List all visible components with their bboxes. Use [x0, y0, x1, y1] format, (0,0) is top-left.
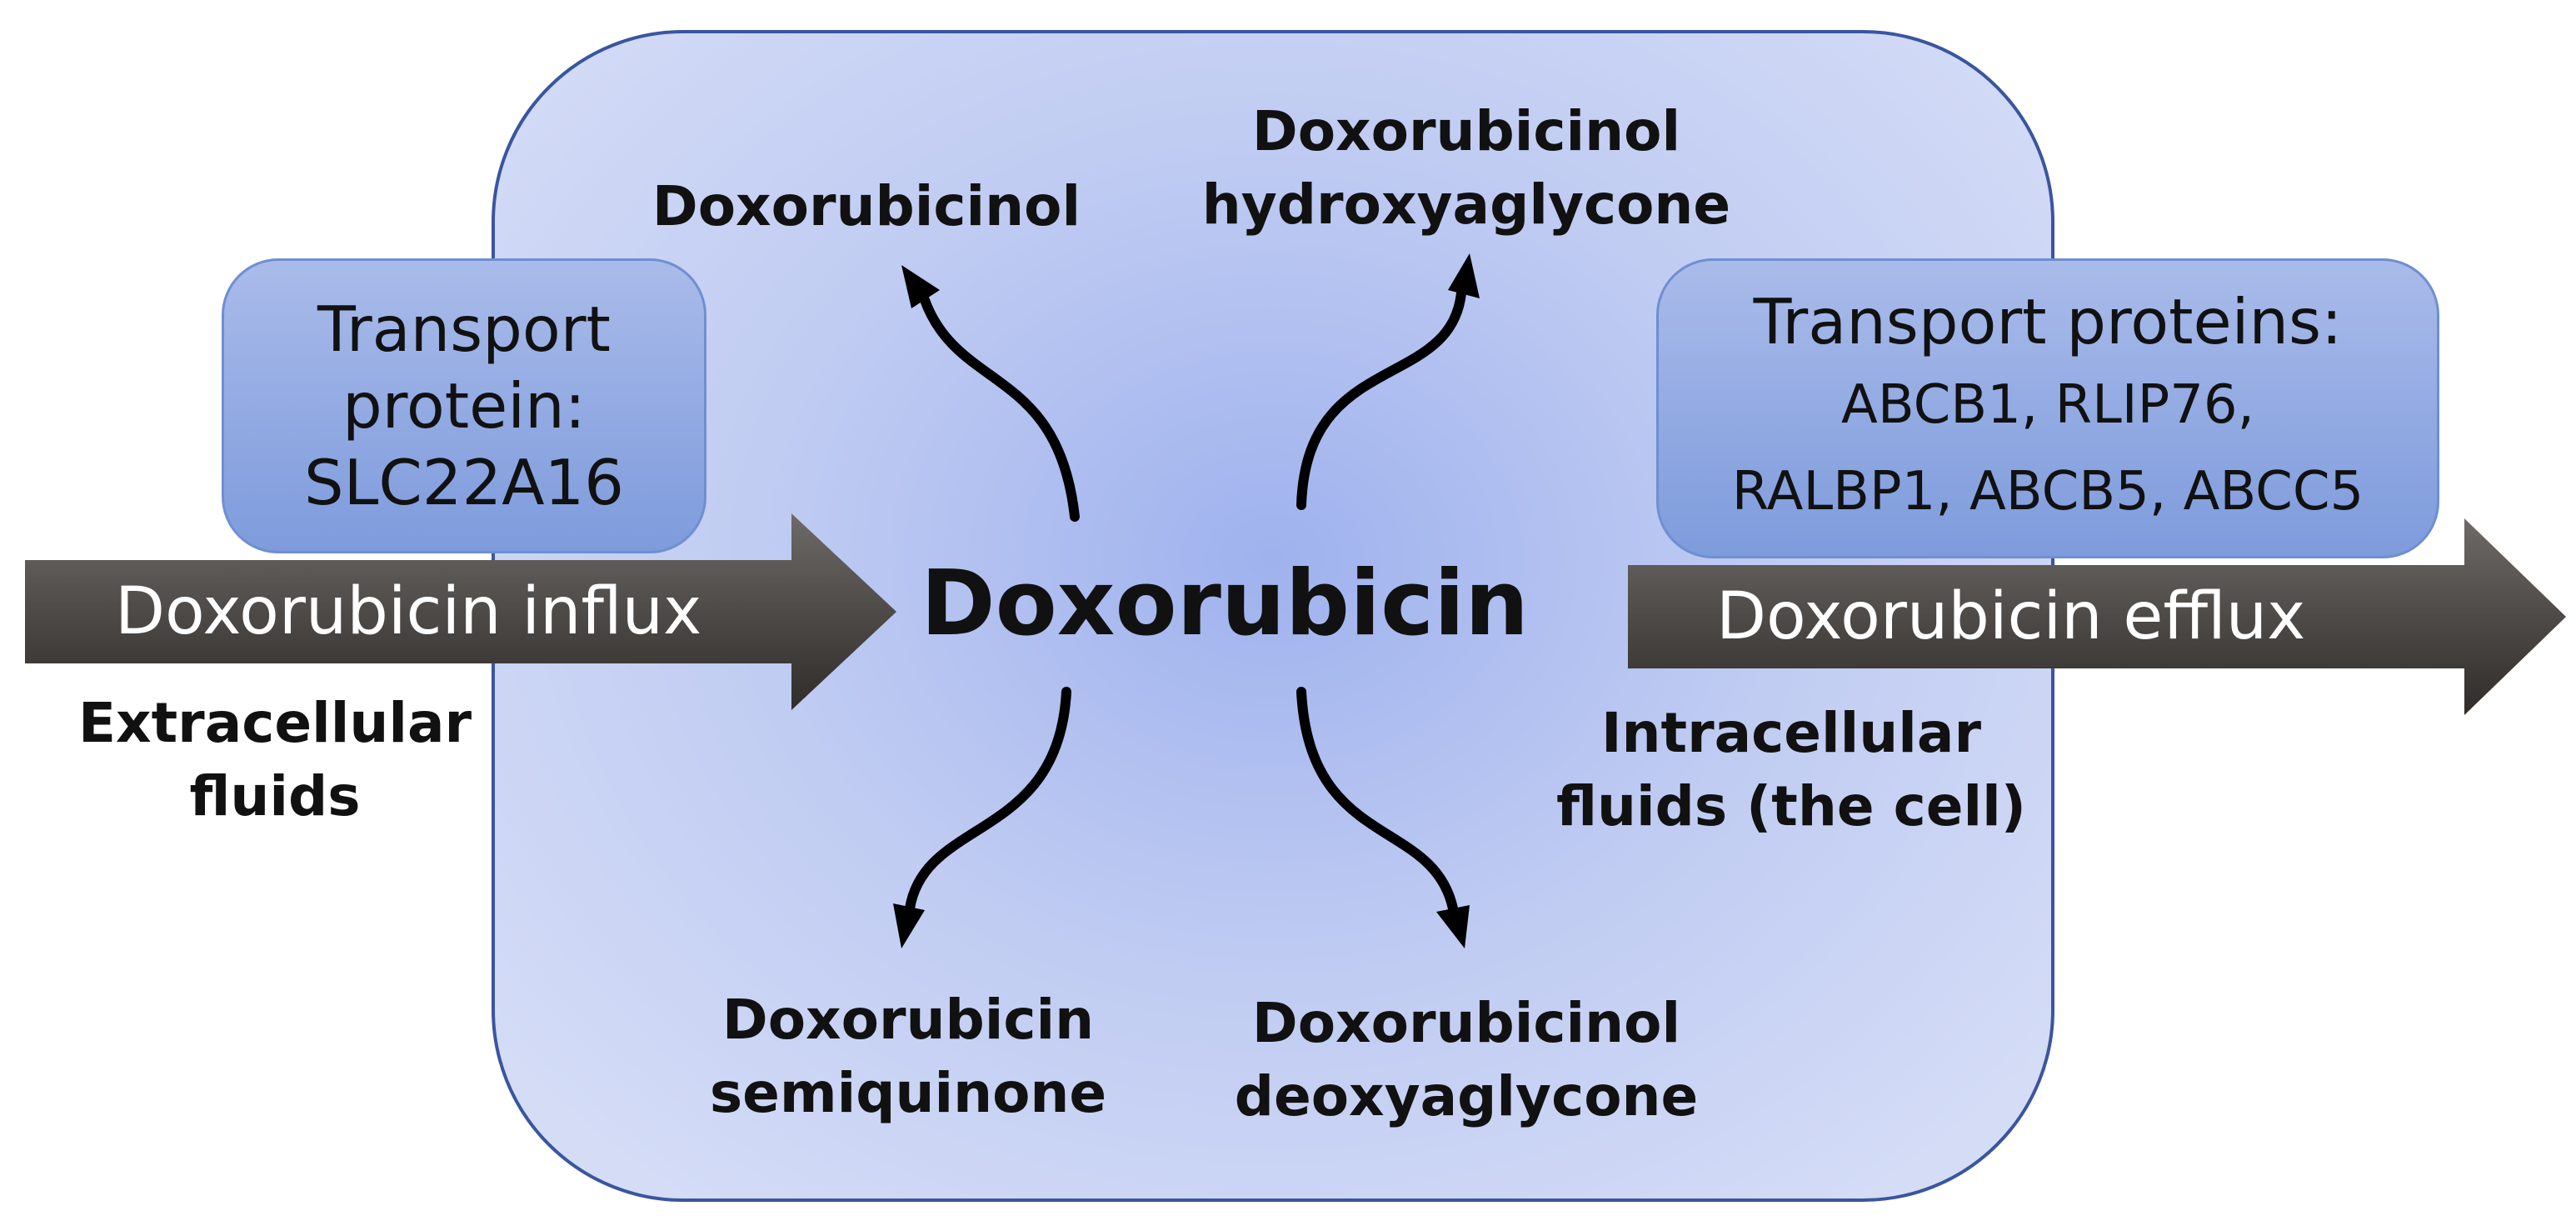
- arrow-to-hydroxyaglycone: [1296, 288, 1466, 510]
- metabolite-top-right-line-1: Doxorubicinol: [1251, 99, 1681, 163]
- metabolite-top-right-line-2: hydroxyaglycone: [1201, 173, 1731, 237]
- metabolite-bottom-right: Doxorubicinol deoxyaglycone: [1191, 987, 1741, 1133]
- influx-transport-line-1: Transport: [317, 293, 611, 366]
- efflux-transport-line-2: RALBP1, ABCB5, ABCC5: [1731, 461, 2364, 523]
- intracellular-label-line-1: Intracellular: [1600, 701, 1981, 765]
- efflux-transport-heading: Transport proteins:: [1753, 285, 2343, 358]
- influx-arrow: [25, 513, 896, 710]
- influx-transport-line-2: protein:: [342, 369, 586, 443]
- extracellular-label: Extracellular fluids: [67, 687, 483, 833]
- center-compound-label: Doxorubicin: [920, 552, 1530, 656]
- metabolite-bottom-left-line-2: semiquinone: [709, 1061, 1107, 1125]
- arrow-to-deoxyaglycone: [1296, 687, 1458, 913]
- arrowhead-deoxyaglycone: [1436, 905, 1470, 948]
- extracellular-label-line-2: fluids: [189, 764, 361, 828]
- arrowhead-hydroxyaglycone: [1448, 253, 1480, 298]
- intracellular-label-line-2: fluids (the cell): [1556, 774, 2026, 838]
- metabolite-bottom-right-line-2: deoxyaglycone: [1234, 1064, 1699, 1128]
- influx-transport-line-3: SLC22A16: [304, 446, 624, 519]
- arrow-to-semiquinone: [905, 687, 1071, 913]
- arrowhead-semiquinone: [893, 903, 925, 948]
- efflux-label: Doxorubicin efflux: [1716, 579, 2306, 654]
- influx-label: Doxorubicin influx: [115, 574, 702, 649]
- efflux-transport-box: Transport proteins: ABCB1, RLIP76, RALBP…: [1656, 258, 2439, 558]
- metabolite-bottom-right-line-1: Doxorubicinol: [1251, 991, 1681, 1055]
- metabolite-top-left-line-1: Doxorubicinol: [651, 174, 1081, 238]
- efflux-arrow: [1628, 518, 2566, 715]
- extracellular-label-line-1: Extracellular: [77, 691, 472, 755]
- efflux-transport-line-1: ABCB1, RLIP76,: [1841, 374, 2254, 436]
- metabolite-bottom-left-line-1: Doxorubicin: [721, 988, 1095, 1052]
- metabolite-top-left: Doxorubicinol: [642, 170, 1091, 243]
- arrowhead-doxorubicinol: [901, 265, 940, 308]
- intracellular-label: Intracellular fluids (the cell): [1516, 697, 2066, 843]
- influx-transport-box: Transport protein: SLC22A16: [222, 258, 706, 553]
- metabolite-top-right: Doxorubicinol hydroxyaglycone: [1183, 95, 1750, 242]
- metabolite-bottom-left: Doxorubicin semiquinone: [666, 983, 1150, 1130]
- arrow-to-doxorubicinol: [920, 295, 1080, 522]
